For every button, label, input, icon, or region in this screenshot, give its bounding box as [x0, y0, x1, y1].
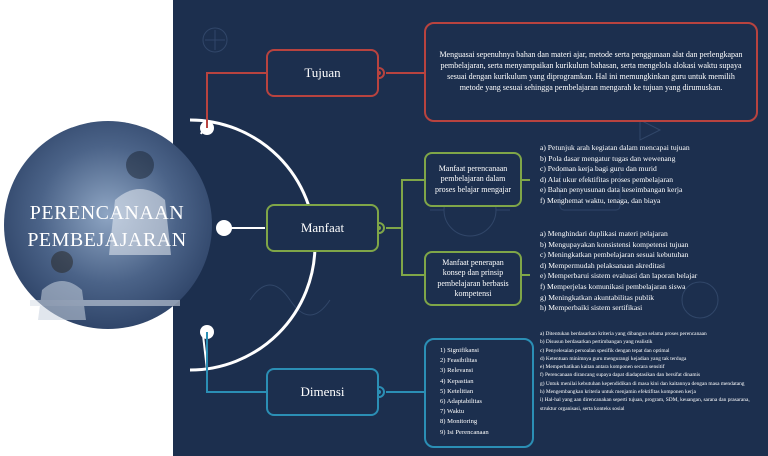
list-item: b) Disusun berdasarkan pertimbangan yang… [540, 339, 653, 346]
manfaat-sub1-list: a) Petunjuk arah kegiatan dalam mencapai… [540, 143, 690, 207]
manfaat-node: Manfaat [266, 204, 379, 252]
list-item: 4) Kepastian [440, 377, 474, 385]
list-item: e) Memperhatikan kaitan antara komponen … [540, 364, 665, 371]
manfaat-label: Manfaat [300, 220, 345, 235]
list-item: 1) Signifikansi [440, 347, 480, 354]
list-item: f) Menghemat waktu, tenaga, dan biaya [540, 195, 661, 205]
list-item: f) Memperjelas komunikasi pembelajaran s… [540, 281, 686, 291]
manfaat-sub2-label: Manfaat penerapan konsep dan prinsip pem… [437, 257, 509, 298]
list-item: a) Ditentukan berdasarkan kriteria yang … [540, 331, 707, 337]
list-item: g) Meningkatkan akuntabilitas publik [540, 292, 655, 302]
list-item: h) Mengembangkan kriteria untuk menjamin… [540, 389, 696, 396]
tujuan-label: Tujuan [304, 65, 341, 80]
list-item: 2) Feasibilitas [440, 357, 478, 365]
list-item: 8) Monitoring [440, 418, 478, 426]
list-item: d) Ketentuan minimnya guru mengurangi ke… [540, 355, 687, 362]
list-item: 5) Ketelitian [440, 387, 474, 395]
arc-node-middle [216, 220, 232, 236]
manfaat-sub2-box: Manfaat penerapan konsep dan prinsip pem… [424, 251, 522, 306]
dimensi-items-box: 1) Signifikansi 2) Feasibilitas 3) Relev… [424, 338, 534, 448]
dimensi-notes-list: a) Ditentukan berdasarkan kriteria yang … [540, 330, 762, 413]
main-title: PERENCANAAN PEMBEJAJARAN [0, 200, 214, 254]
list-item: a) Petunjuk arah kegiatan dalam mencapai… [540, 143, 690, 152]
manfaat-sub1-label: Manfaat perencanaan pembelajaran dalam p… [435, 163, 511, 194]
tujuan-node: Tujuan [266, 49, 379, 97]
list-item: e) Memperbarui sistem evaluasi dan lapor… [540, 271, 698, 281]
list-item: e) Bahan penyusunan data keseimbangan ke… [540, 185, 683, 195]
dimensi-label: Dimensi [300, 384, 345, 399]
dimensi-node: Dimensi [266, 368, 379, 416]
list-item: d) Alat ukur efektifitas proses pembelaj… [540, 174, 674, 184]
list-item: 6) Adaptabilitas [440, 398, 482, 406]
tujuan-description-box: Menguasai sepenuhnya bahan dan materi aj… [424, 22, 758, 122]
list-item: b) Pola dasar mengatur tugas dan wewenan… [540, 153, 676, 163]
title-line-1: PERENCANAAN [29, 202, 185, 224]
list-item: 9) Isi Perencanaan [440, 428, 489, 436]
list-item: i) Hal-hal yang aan direncanakan seperti… [540, 397, 750, 412]
tujuan-description: Menguasai sepenuhnya bahan dan materi aj… [439, 50, 743, 92]
list-item: b) Mengupayakan konsistensi kompetensi t… [540, 239, 689, 249]
list-item: 7) Waktu [440, 408, 465, 416]
list-item: c) Meningkatkan pembelajaran sesuai kebu… [540, 250, 689, 260]
list-item: d) Mempermudah pelaksanaan akreditasi [540, 260, 666, 270]
list-item: g) Untuk menilai kebutuhan kependidikan … [540, 380, 745, 387]
manfaat-sub1-box: Manfaat perencanaan pembelajaran dalam p… [424, 152, 522, 207]
manfaat-sub2-list: a) Menghindari duplikasi materi pelajara… [540, 229, 697, 314]
list-item: h) Memperbaiki sistem sertifikasi [540, 303, 643, 313]
photo-circle [4, 121, 212, 329]
list-item: c) Penyelesaian persoalan spesifik denga… [540, 347, 670, 354]
list-item: c) Pedoman kerja bagi guru dan murid [540, 164, 657, 174]
list-item: a) Menghindari duplikasi materi pelajara… [540, 229, 668, 238]
list-item: f) Perencanaan dirancang supaya dapat di… [540, 372, 701, 379]
title-line-2: PEMBEJAJARAN [27, 229, 187, 251]
teacher-photo-figures [30, 151, 180, 320]
list-item: 3) Relevansi [440, 367, 474, 375]
